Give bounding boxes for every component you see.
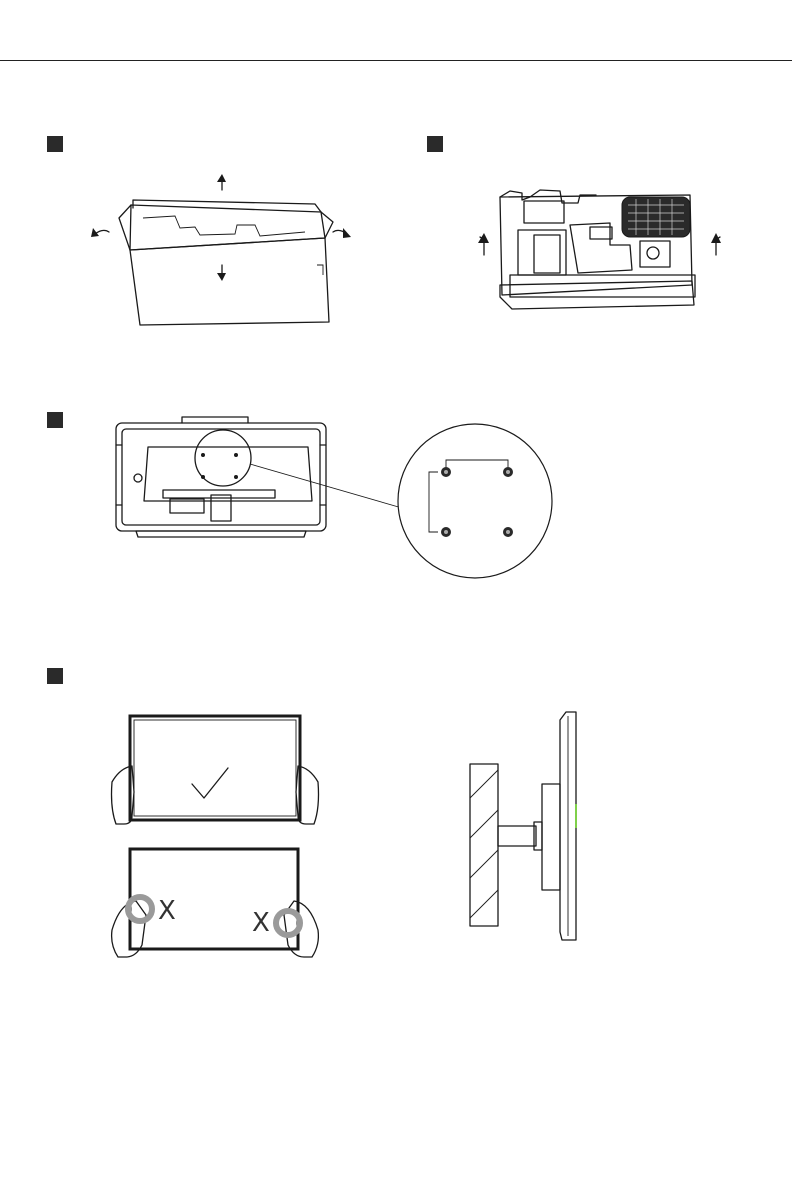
arrow-curve-right-icon: [333, 228, 351, 238]
arrow-up-icon: [217, 174, 226, 190]
open-box-illustration: [85, 170, 355, 335]
wrong-mark-right: X: [252, 908, 270, 938]
leader-line: [230, 460, 410, 520]
step-3-marker: [47, 412, 63, 428]
arrow-curve-up-left-icon: [478, 233, 489, 255]
step-1-marker: [47, 136, 63, 152]
wall-mount-side-view-illustration: [468, 708, 588, 948]
correct-handling-illustration: [110, 712, 320, 832]
arrow-down-icon: [217, 265, 226, 281]
incorrect-handling-illustration: X X: [110, 845, 320, 970]
page-top-rule: [0, 60, 792, 61]
vesa-holes-magnified-icon: [396, 422, 556, 582]
screw-hole-icon: [441, 467, 451, 477]
step-2-marker: [427, 136, 443, 152]
wrong-mark-left: X: [158, 896, 176, 926]
foam-tray-illustration: [470, 185, 735, 315]
arrow-curve-up-right-icon: [711, 233, 721, 255]
screw-hole-icon: [503, 527, 513, 537]
step-4-marker: [47, 668, 63, 684]
screw-hole-icon: [441, 527, 451, 537]
arrow-curve-left-icon: [91, 228, 109, 237]
screw-hole-icon: [503, 467, 513, 477]
